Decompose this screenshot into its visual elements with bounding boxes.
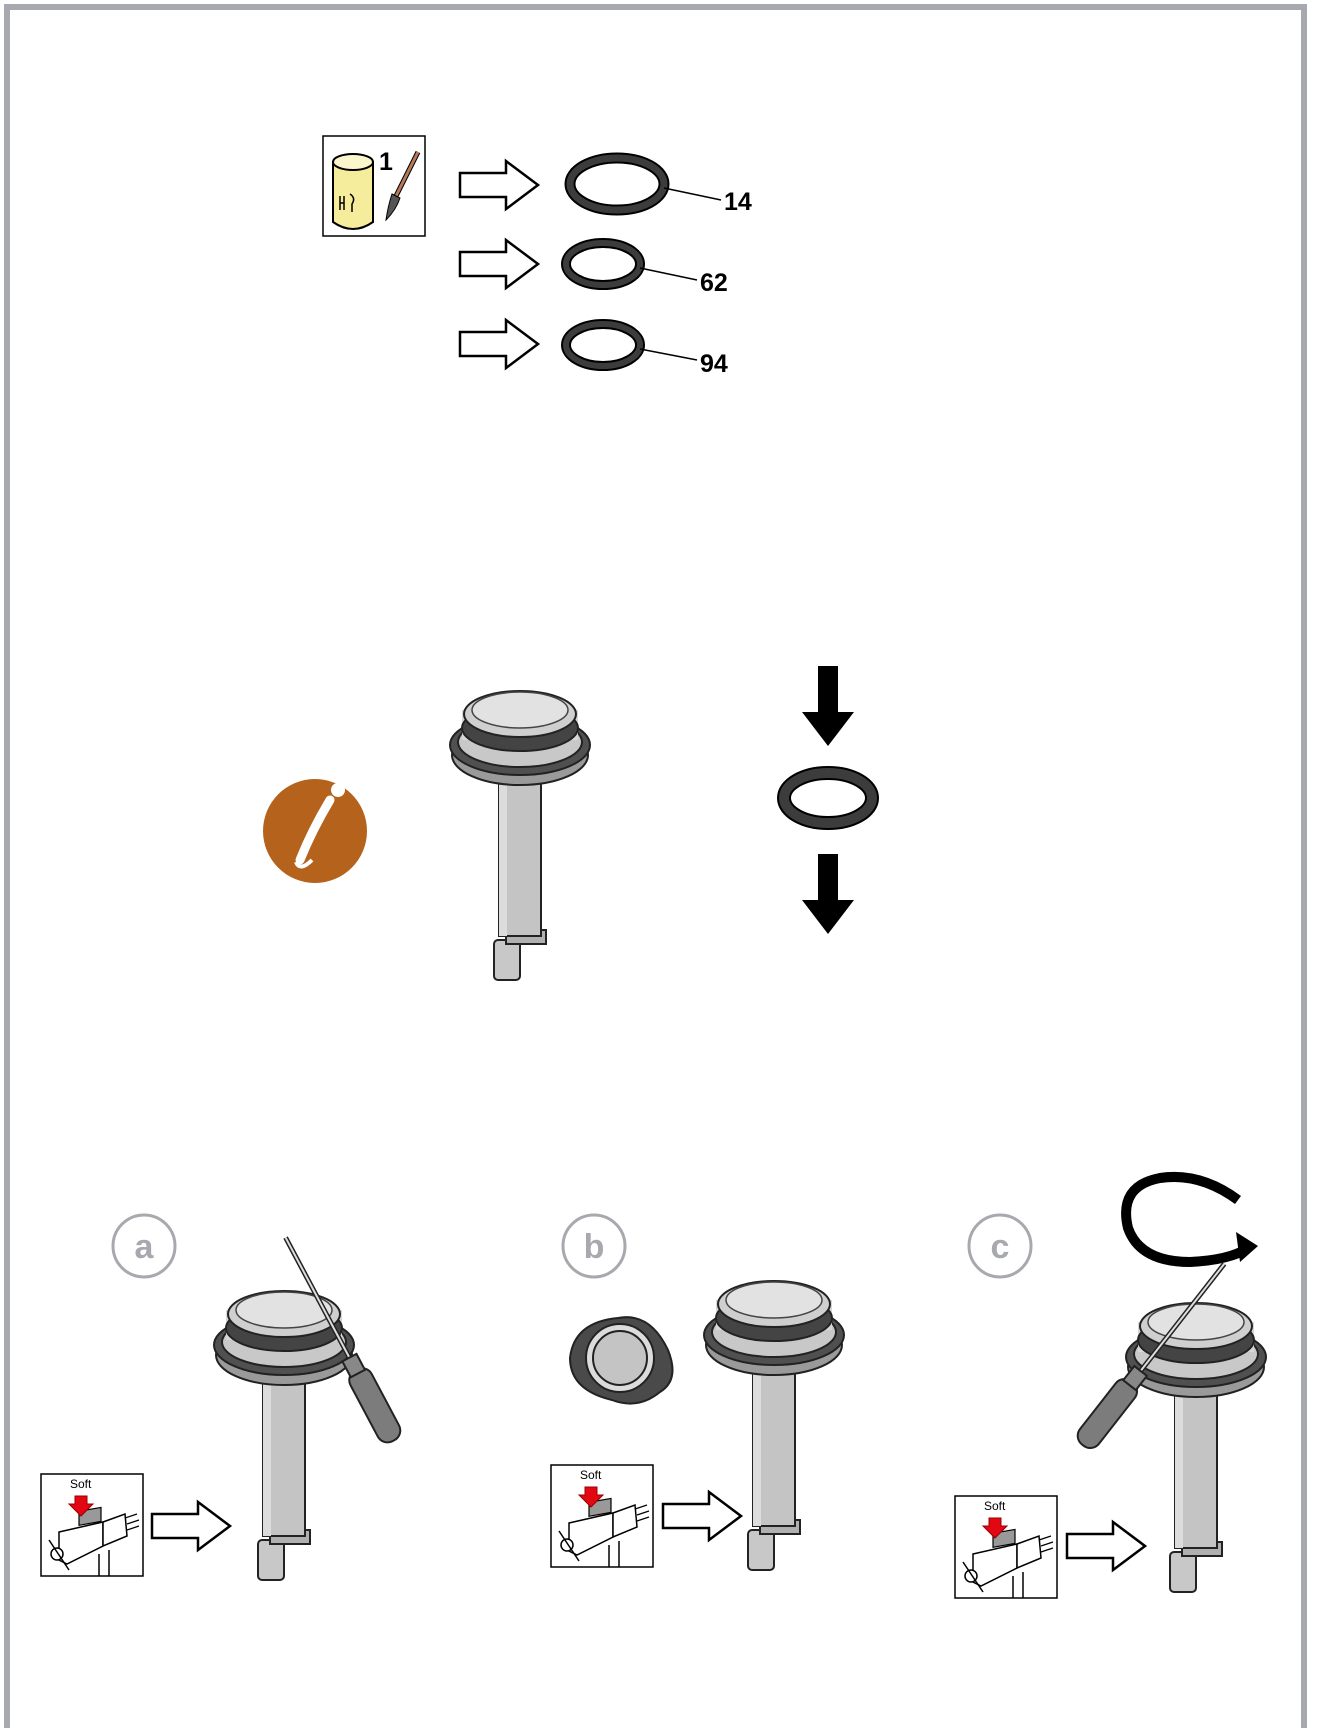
vise-soft-jaws-icon	[40, 1473, 144, 1577]
step-b: b Soft	[550, 1213, 845, 1571]
seal-top-view	[568, 1316, 674, 1405]
piston-assembly	[1125, 1302, 1267, 1593]
arrow-icon	[458, 238, 540, 290]
lubricant-box: 1	[322, 135, 426, 237]
vise-label: Soft	[70, 1477, 92, 1491]
lubricant-quantity: 1	[379, 148, 393, 176]
seal-row-94: 94	[458, 318, 728, 378]
step-badge	[561, 1213, 627, 1279]
step-letter: b	[584, 1228, 605, 1266]
arrow-icon	[661, 1490, 743, 1542]
brush-icon	[385, 150, 421, 222]
seal-row-62: 62	[458, 238, 728, 297]
step-badge	[967, 1213, 1033, 1279]
arrow-down-icon	[802, 854, 854, 934]
piston-assembly	[213, 1290, 355, 1581]
arrow-icon	[1065, 1520, 1147, 1572]
lubricant-can-icon	[332, 153, 374, 230]
step-badge	[111, 1213, 177, 1279]
seal-row-14: 14	[458, 152, 752, 216]
piston-assembly	[449, 690, 591, 981]
step-a: a Soft	[40, 1213, 404, 1581]
step-c: c Soft	[954, 1171, 1267, 1599]
seal-removal	[777, 666, 879, 934]
seal-label: 14	[724, 188, 752, 216]
arrow-icon	[458, 159, 540, 211]
step-letter: c	[991, 1228, 1010, 1266]
vise-label: Soft	[984, 1499, 1006, 1513]
arrow-icon	[150, 1500, 232, 1552]
info-icon	[263, 779, 367, 883]
arrow-down-icon	[802, 666, 854, 746]
step-letter: a	[135, 1228, 155, 1266]
vise-label: Soft	[580, 1468, 602, 1482]
rotate-arrow-icon	[1121, 1171, 1258, 1268]
vise-soft-jaws-icon	[954, 1495, 1058, 1599]
seal-label: 94	[700, 350, 728, 378]
vise-soft-jaws-icon	[550, 1464, 654, 1568]
seal-label: 62	[700, 269, 728, 297]
arrow-icon	[458, 318, 540, 370]
page-frame	[4, 4, 1307, 1728]
